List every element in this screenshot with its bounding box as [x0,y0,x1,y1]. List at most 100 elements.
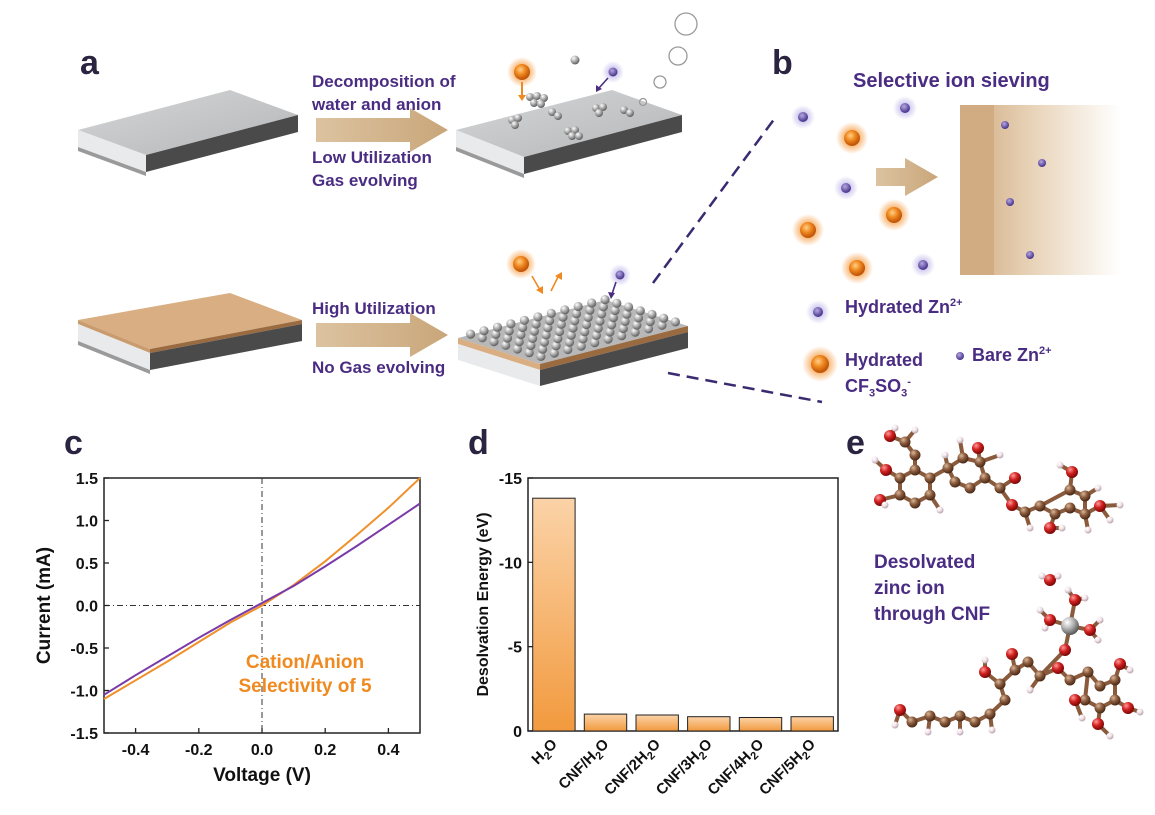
panel-a-top-caption-2: water and anion [312,95,442,114]
bond [983,476,1002,490]
bond [1058,463,1074,474]
bond [1088,628,1100,642]
anion-ball-bottom [513,256,529,272]
atom [1069,594,1081,606]
bare-zinc-plate-left [78,90,298,176]
atom [1094,702,1106,714]
bond [998,683,1007,701]
zinc-sphere [568,323,578,333]
hydrated-anion-ion [811,355,829,373]
zinc-sphere [524,348,534,358]
zinc-sphere [518,322,528,333]
bond [1083,486,1100,498]
atom [969,716,981,728]
atom [1009,472,1021,484]
atom [906,716,918,728]
bond [1113,663,1122,681]
zinc-sphere [633,313,644,323]
atom [1022,656,1034,668]
atom [984,708,996,720]
energy-bar [790,716,834,732]
panel-b-title: Selective ion sieving [853,70,1050,92]
atom [1054,572,1062,580]
category-label-d: CNF/4H2O [704,736,769,801]
panel-e-caption-3: through CNF [874,604,991,625]
atom [1116,501,1124,509]
category-label-d: CNF/3H2O [653,736,718,801]
anion-arrowhead-down [536,286,543,294]
zn-arrowhead-top [596,85,602,92]
atom [1026,524,1034,532]
atom [956,436,964,444]
zinc-sphere [554,326,565,337]
panel-a-top-caption-4: Gas evolving [312,171,418,190]
bond [1049,574,1059,582]
zinc-sphere [595,316,605,326]
atom [1006,499,1018,511]
bond [978,461,987,479]
bond [1048,513,1057,529]
hydrated-anion-ion [844,130,860,146]
bare-zn-top [570,55,580,65]
bond [885,468,901,480]
bond [1043,618,1052,630]
atom [1041,624,1049,632]
zinc-sphere [549,348,559,358]
gas-bubbles [638,12,698,107]
zinc-sphere [558,312,568,322]
bond [1086,670,1102,688]
chart-c-frame [103,477,421,734]
bare-zn-ion [1026,251,1034,259]
zinc-sphere [657,320,667,330]
legend-hydrated-anion-line1: Hydrated [845,350,924,370]
atom [964,482,976,494]
bond [1069,670,1089,682]
zinc-sphere [560,305,570,315]
x-tick-label-c: 0.2 [314,742,336,759]
zinc-sphere [643,324,654,334]
bare-zn-ion [956,352,964,360]
hydrated-anion-ion [849,260,865,276]
legend-bare-zn-charge: 2+ [1039,345,1052,357]
atom [1034,500,1046,512]
zinc-sphere [622,309,632,319]
bond [928,493,942,512]
bond [943,454,950,469]
zinc-sphere [538,344,548,354]
bond [958,439,965,459]
category-label-d: H2O [528,736,563,771]
selectivity-annotation-1: Cation/Anion [246,652,364,673]
bond [893,709,902,726]
legend-hydrated-zn-charge: 2+ [950,297,963,309]
zinc-sphere [502,333,513,343]
energy-bar [635,714,679,732]
panel-a-illustration [78,12,1120,404]
bond [1084,698,1101,710]
zinc-sphere [598,302,609,312]
y-tick-label-c: -1.0 [70,684,98,701]
bond [1068,599,1077,627]
cnf-coated-plate-left [78,293,302,374]
bond [911,714,931,724]
zinc-sphere [529,326,540,336]
energy-bar [583,713,628,732]
zinc-sphere [600,295,610,305]
bond [1127,706,1141,714]
membrane-edge [960,105,994,275]
zinc-sphere [491,329,501,339]
hydrated-zn-ball-top [608,67,618,77]
zinc-sphere [477,333,487,343]
bond [1084,504,1101,516]
atom [1049,508,1061,520]
zinc-sphere [545,316,555,326]
y-tick-label-c: 1.0 [76,514,98,531]
atom [1109,694,1121,706]
zoom-line-bottom [667,371,823,404]
bond [929,466,949,480]
atom [954,710,966,722]
x-tick-label-c: -0.4 [122,742,150,759]
atom [1036,606,1044,614]
bond [1023,511,1032,529]
atom [981,656,989,664]
anion-arrow-up [550,274,560,292]
